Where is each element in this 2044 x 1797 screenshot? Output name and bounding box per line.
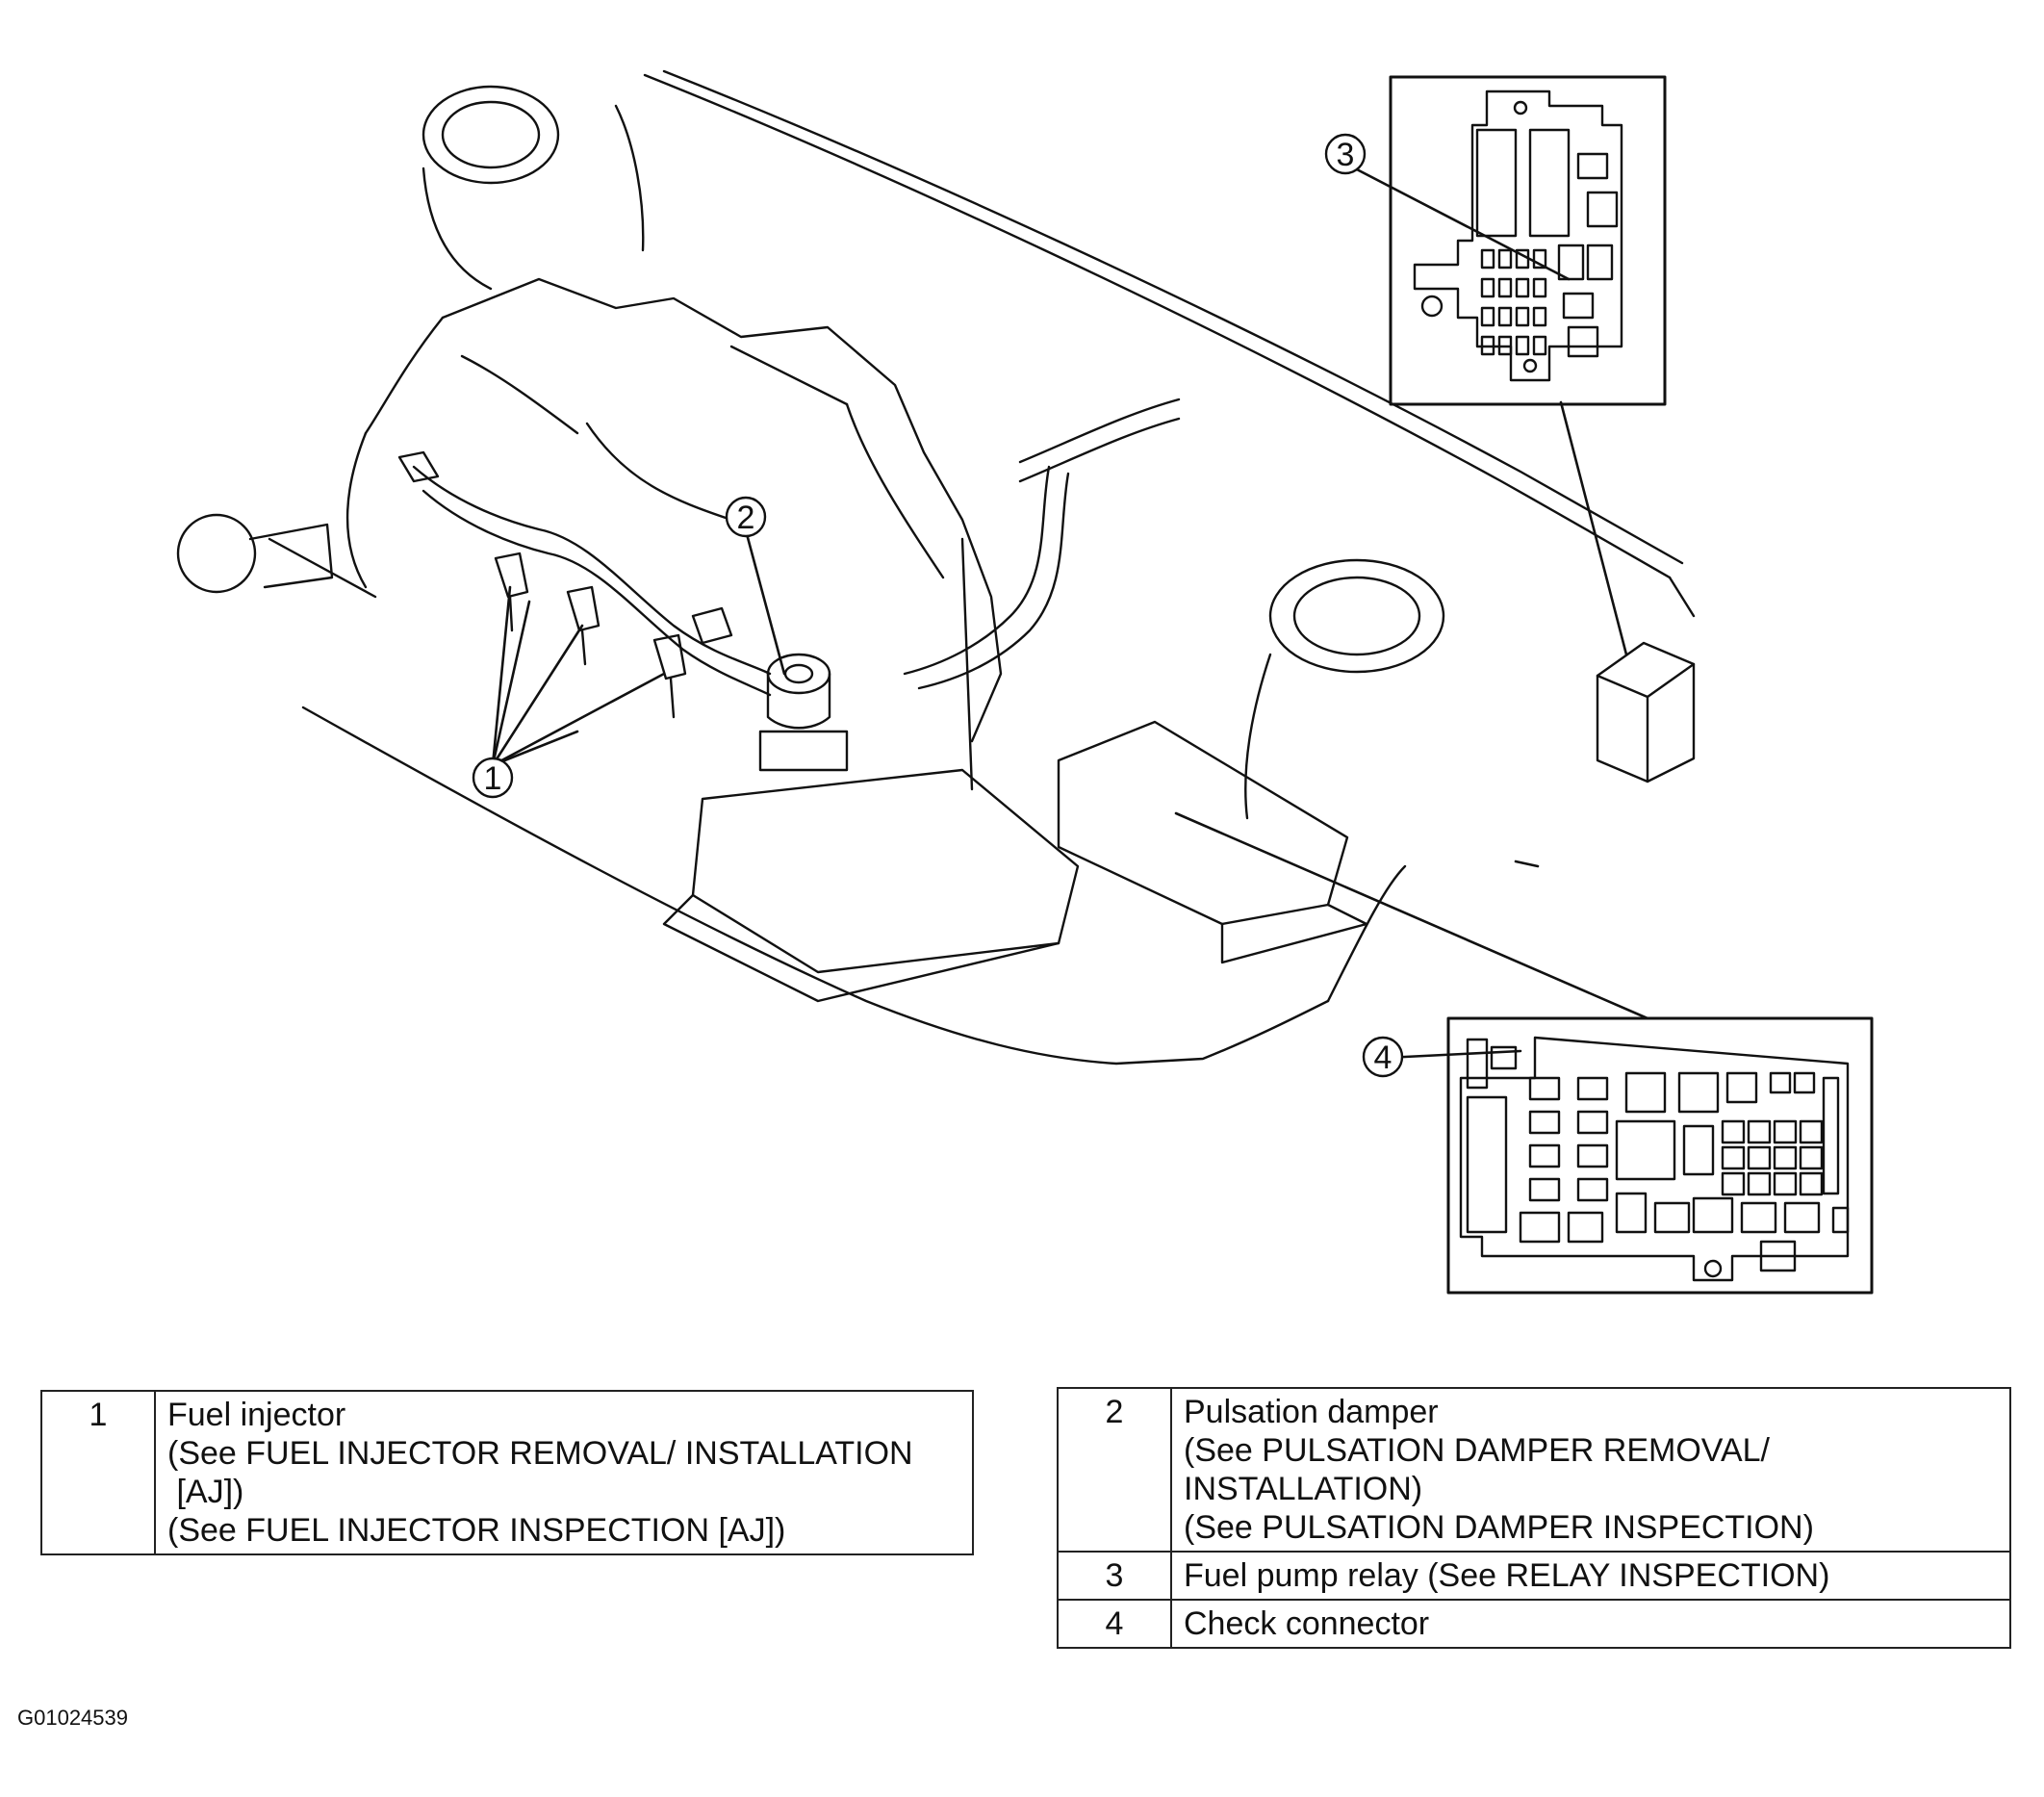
legend-table-left: 1 Fuel injector (See FUEL INJECTOR REMOV… — [40, 1390, 974, 1555]
legend-description: Fuel injector (See FUEL INJECTOR REMOVAL… — [154, 1390, 974, 1555]
inset-engine-relay-box — [1446, 1016, 1874, 1295]
engine-block — [345, 277, 1003, 791]
svg-text:3: 3 — [1337, 137, 1355, 173]
legend-row: 1 Fuel injector (See FUEL INJECTOR REMOV… — [40, 1390, 974, 1555]
right-strut-tower — [1244, 558, 1445, 820]
callout-2: 2 — [725, 496, 767, 538]
legend-line: (See PULSATION DAMPER INSPECTION) — [1184, 1509, 1814, 1546]
legend-line: (See PULSATION DAMPER REMOVAL/ — [1184, 1432, 1770, 1469]
callout-4: 4 — [1362, 1036, 1404, 1078]
cowl-panel — [268, 537, 1407, 1065]
legend-line: Fuel pump relay (See RELAY INSPECTION) — [1184, 1557, 1830, 1594]
legend-description: Check connector — [1170, 1599, 2011, 1649]
legend-row: 2 Pulsation damper (See PULSATION DAMPER… — [1057, 1387, 2011, 1553]
fuel-rail — [397, 450, 772, 697]
callout-3: 3 — [1324, 133, 1367, 175]
legend-line: Fuel injector — [167, 1397, 346, 1433]
main-fuse-block — [1596, 641, 1696, 783]
inset-interior-fuse-box — [1389, 75, 1667, 406]
legend-table-right: 2 Pulsation damper (See PULSATION DAMPER… — [1057, 1387, 2011, 1649]
legend-line: INSTALLATION) — [1184, 1471, 1423, 1507]
left-strut-tower — [422, 85, 645, 291]
legend-line: Pulsation damper — [1184, 1394, 1439, 1430]
legend-number: 2 — [1057, 1387, 1172, 1553]
legend-line: Check connector — [1184, 1605, 1430, 1642]
injectors — [494, 552, 687, 719]
legend-line: (See FUEL INJECTOR INSPECTION [AJ]) — [167, 1512, 786, 1549]
legend-line: [AJ]) — [167, 1474, 244, 1510]
legend-description: Pulsation damper (See PULSATION DAMPER R… — [1170, 1387, 2011, 1553]
air-box — [662, 720, 1368, 1003]
legend-row: 3 Fuel pump relay (See RELAY INSPECTION) — [1057, 1551, 2011, 1601]
legend-row: 4 Check connector — [1057, 1599, 2011, 1649]
svg-text:4: 4 — [1374, 1040, 1392, 1076]
legend-number: 1 — [40, 1390, 156, 1555]
figure-id: G01024539 — [17, 1706, 128, 1730]
fuel-hose — [903, 398, 1181, 690]
legend-number: 4 — [1057, 1599, 1172, 1649]
svg-text:2: 2 — [737, 500, 755, 536]
legend-line: (See FUEL INJECTOR REMOVAL/ INSTALLATION — [167, 1435, 913, 1472]
callout-1: 1 — [472, 757, 514, 799]
svg-text:1: 1 — [484, 760, 502, 797]
breather-cap — [176, 513, 334, 594]
body-edge-lines — [643, 69, 1696, 618]
legend-description: Fuel pump relay (See RELAY INSPECTION) — [1170, 1551, 2011, 1601]
pulsation-damper — [758, 653, 849, 772]
legend-number: 3 — [1057, 1551, 1172, 1601]
